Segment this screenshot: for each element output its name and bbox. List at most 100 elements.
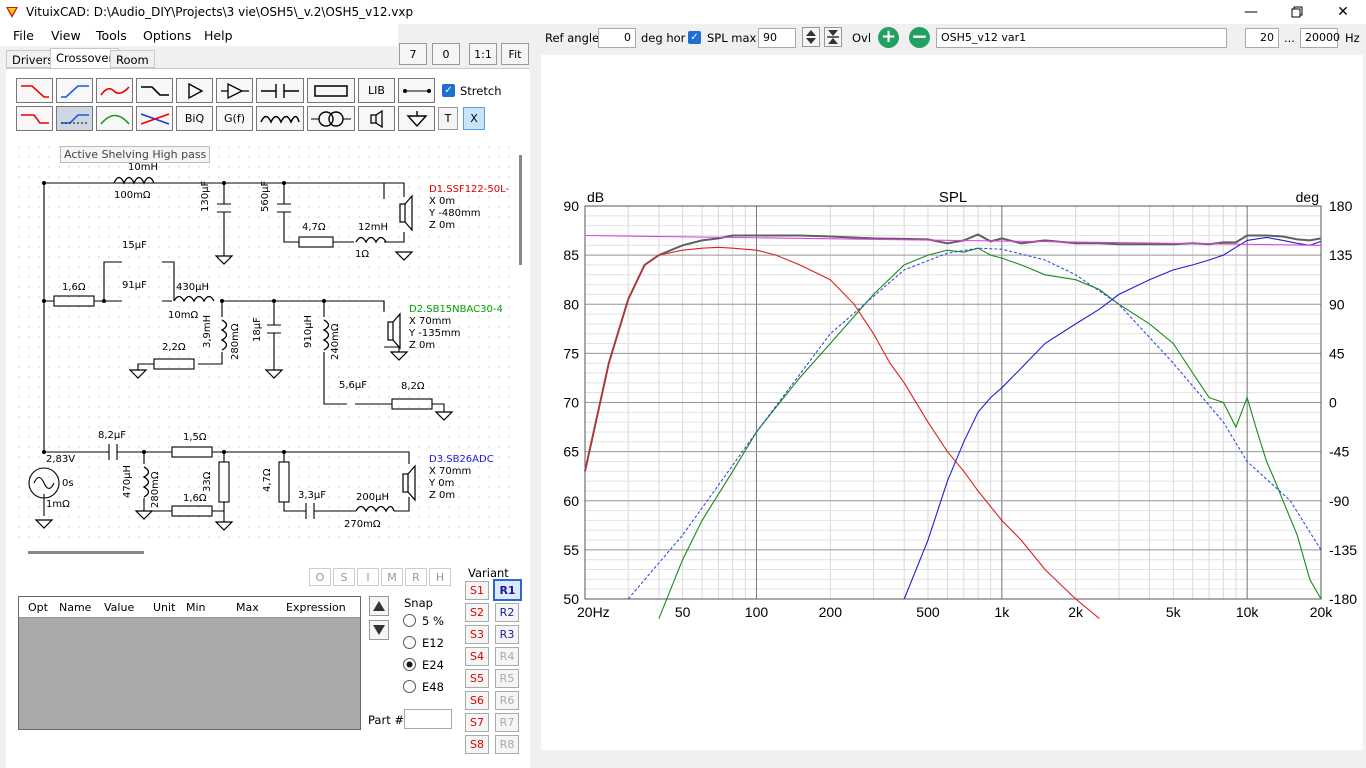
i-button[interactable]: I xyxy=(357,568,379,586)
spl-chart[interactable]: 90858075706560555018013590450-45-90-135-… xyxy=(541,180,1363,625)
move-down-icon[interactable] xyxy=(369,620,389,640)
menu-tools[interactable]: Tools xyxy=(96,28,127,43)
move-up-icon[interactable] xyxy=(369,596,389,616)
schematic-vscroll[interactable] xyxy=(519,155,522,265)
y-tick-label: 85 xyxy=(563,247,579,263)
menu-file[interactable]: File xyxy=(13,28,34,43)
schematic-hscroll[interactable] xyxy=(28,551,144,554)
lowpass-2nd-button[interactable] xyxy=(16,106,53,131)
part-input[interactable] xyxy=(404,709,452,729)
snap-5pct-radio[interactable] xyxy=(403,614,416,627)
add-overlay-icon[interactable]: + xyxy=(878,27,899,48)
highpass-1st-button[interactable] xyxy=(56,78,93,103)
resistor-button[interactable] xyxy=(307,78,355,103)
zoom-0-button[interactable]: 0 xyxy=(432,43,460,65)
variant-r2-button[interactable]: R2 xyxy=(495,603,519,622)
parameter-table[interactable] xyxy=(18,596,361,730)
inductor-button[interactable] xyxy=(256,106,304,131)
label-l2: 12mH xyxy=(358,222,388,233)
tab-room[interactable]: Room xyxy=(110,50,155,68)
capacitor-button[interactable] xyxy=(256,78,304,103)
ground-button[interactable] xyxy=(398,106,435,131)
spl-reset-icon[interactable] xyxy=(824,27,842,47)
buffer-button[interactable] xyxy=(176,78,213,103)
remove-overlay-icon[interactable]: − xyxy=(909,26,930,48)
variant-s2-button[interactable]: S2 xyxy=(465,603,489,622)
menu-view[interactable]: View xyxy=(51,28,81,43)
col-value[interactable]: Value xyxy=(104,601,135,614)
stretch-checkbox[interactable]: ✓ xyxy=(442,84,455,97)
variant-r4-button[interactable]: R4 xyxy=(495,647,519,666)
variant-s5-button[interactable]: S5 xyxy=(465,669,489,688)
col-expression[interactable]: Expression xyxy=(286,601,346,614)
tab-crossover[interactable]: Crossover xyxy=(50,48,120,68)
snap-e48-radio[interactable] xyxy=(403,680,416,693)
freq-max-input[interactable]: 20000 xyxy=(1300,28,1340,48)
r-button[interactable]: R xyxy=(405,568,427,586)
variant-s1-button[interactable]: S1 xyxy=(465,581,489,600)
variant-r7-button[interactable]: R7 xyxy=(495,713,519,732)
s-button[interactable]: S xyxy=(333,568,355,586)
active-shelving-highpass-button[interactable] xyxy=(56,106,93,131)
variant-r5-button[interactable]: R5 xyxy=(495,669,519,688)
lib-button[interactable]: LIB xyxy=(358,78,395,103)
variant-s8-button[interactable]: S8 xyxy=(465,735,489,754)
col-max[interactable]: Max xyxy=(236,601,259,614)
snap-e12-radio[interactable] xyxy=(403,636,416,649)
transfer-function-button[interactable]: G(f) xyxy=(216,106,253,131)
variant-r1-button[interactable]: R1 xyxy=(493,579,522,601)
snap-e24-label: E24 xyxy=(422,658,444,672)
y2-tick-label: 45 xyxy=(1329,345,1345,361)
wire-button[interactable] xyxy=(398,78,435,103)
zoom-1-1-button[interactable]: 1:1 xyxy=(469,43,497,65)
variant-r3-button[interactable]: R3 xyxy=(495,625,519,644)
o-button[interactable]: O xyxy=(309,568,331,586)
driver-button[interactable] xyxy=(358,106,395,131)
label-l5: 910µH xyxy=(303,315,314,348)
variant-s3-button[interactable]: S3 xyxy=(465,625,489,644)
maximize-icon[interactable] xyxy=(1274,0,1320,24)
zoom-7-button[interactable]: 7 xyxy=(399,43,427,65)
minimize-icon[interactable]: — xyxy=(1244,4,1258,20)
close-icon[interactable]: ✕ xyxy=(1337,4,1349,20)
series-line-2 xyxy=(658,247,1322,619)
spl-max-input[interactable]: 90 xyxy=(758,28,796,48)
spl-max-checkbox[interactable]: ✓ xyxy=(688,31,701,44)
variant-r6-button[interactable]: R6 xyxy=(495,691,519,710)
col-opt[interactable]: Opt xyxy=(28,601,48,614)
biquad-button[interactable]: BiQ xyxy=(176,106,213,131)
variant-s4-button[interactable]: S4 xyxy=(465,647,489,666)
m-button[interactable]: M xyxy=(381,568,403,586)
ref-angle-input[interactable]: 0 xyxy=(598,28,636,48)
y2-tick-label: 90 xyxy=(1329,296,1345,312)
col-unit[interactable]: Unit xyxy=(153,601,176,614)
col-min[interactable]: Min xyxy=(186,601,206,614)
peaking-button[interactable] xyxy=(96,106,133,131)
bandpass-button[interactable] xyxy=(96,78,133,103)
label-source-v: 2,83V xyxy=(46,454,76,465)
variant-s7-button[interactable]: S7 xyxy=(465,713,489,732)
schematic-canvas[interactable] xyxy=(14,142,514,546)
freq-min-input[interactable]: 20 xyxy=(1245,28,1279,48)
label-l1-r: 100mΩ xyxy=(114,190,151,201)
h-button[interactable]: H xyxy=(429,568,451,586)
variant-r8-button[interactable]: R8 xyxy=(495,735,519,754)
x-button[interactable]: X xyxy=(463,107,485,130)
driver-d2-x: X 70mm xyxy=(409,316,452,327)
label-l7: 200µH xyxy=(356,492,389,503)
col-name[interactable]: Name xyxy=(59,601,92,614)
zoom-fit-button[interactable]: Fit xyxy=(501,43,529,65)
allpass-button[interactable] xyxy=(136,106,173,131)
snap-e24-radio[interactable] xyxy=(403,658,416,671)
menu-help[interactable]: Help xyxy=(204,28,233,43)
transformer-button[interactable] xyxy=(307,106,355,131)
spl-up-down-icon[interactable] xyxy=(802,27,820,47)
variant-s6-button[interactable]: S6 xyxy=(465,691,489,710)
t-button[interactable]: T xyxy=(438,107,458,130)
overlay-name-input[interactable]: OSH5_v12 var1 xyxy=(936,28,1227,48)
opamp-button[interactable] xyxy=(216,78,253,103)
tab-drivers[interactable]: Drivers xyxy=(6,50,60,68)
shelving-button[interactable] xyxy=(136,78,173,103)
menu-options[interactable]: Options xyxy=(143,28,192,43)
lowpass-1st-button[interactable] xyxy=(16,78,53,103)
